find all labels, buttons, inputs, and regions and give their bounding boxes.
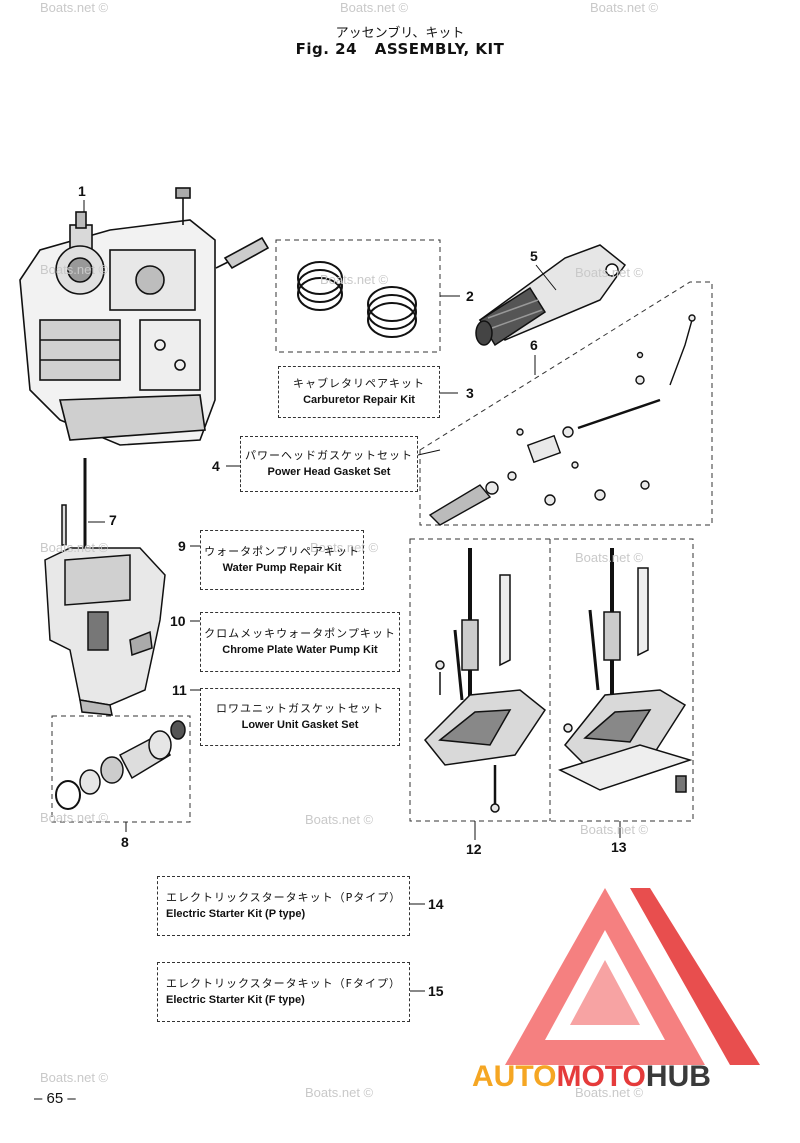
watermark: Boats.net © [340, 0, 409, 15]
callout-1: 1 [78, 183, 86, 199]
callout-4: 4 [212, 458, 220, 474]
water-pump-box [51, 715, 191, 823]
water-pump-illustration [55, 720, 186, 810]
callout-8: 8 [121, 834, 129, 850]
lower-unit-kit-en: Lower Unit Gasket Set [241, 719, 359, 731]
chrome-plate-water-pump-kit-box: クロムメッキウォータポンプキット Chrome Plate Water Pump… [200, 612, 400, 672]
lower-unit-gasket-set-box: ロワユニットガスケットセット Lower Unit Gasket Set [200, 688, 400, 746]
piston-rings-illustration [297, 261, 417, 338]
power-head-gasket-set-box: パワーヘッドガスケットセット Power Head Gasket Set [240, 436, 418, 492]
power-head-kit-jp: パワーヘッドガスケットセット [245, 449, 413, 462]
page-number: – 65 – [34, 1090, 76, 1107]
callout-5: 5 [530, 248, 538, 264]
watermark: Boats.net © [305, 1085, 374, 1100]
callout-9: 9 [178, 538, 186, 554]
watermark: Boats.net © [320, 272, 389, 287]
figure-title-text: ASSEMBLY, KIT [374, 40, 505, 58]
water-pump-repair-kit-box: ウォータポンプリペアキット Water Pump Repair Kit [200, 530, 364, 590]
watermark: Boats.net © [575, 550, 644, 565]
watermark: Boats.net © [40, 1070, 109, 1085]
figure-number: Fig. 24 [295, 40, 358, 58]
lower-unit-illustration [44, 458, 166, 716]
watermark: Boats.net © [590, 0, 659, 15]
callout-10: 10 [170, 613, 186, 629]
callout-13: 13 [611, 839, 627, 855]
callout-7: 7 [109, 512, 117, 528]
carburetor-kit-en: Carburetor Repair Kit [303, 394, 415, 406]
lower-unit-kit-jp: ロワユニットガスケットセット [216, 702, 384, 715]
tiller-handle-illustration [475, 244, 627, 347]
watermark: Boats.net © [40, 0, 109, 15]
callout-15: 15 [428, 983, 444, 999]
starter-f-kit-jp: エレクトリックスタータキット（Fタイプ） [166, 977, 401, 990]
callout-14: 14 [428, 896, 444, 912]
chrome-pump-kit-jp: クロムメッキウォータポンプキット [204, 627, 396, 640]
watermark: Boats.net © [40, 810, 109, 825]
logo-part-auto: AUTO [472, 1060, 557, 1093]
logo-triangle-icon [505, 888, 760, 1065]
callout-12: 12 [466, 841, 482, 857]
watermark: Boats.net © [575, 265, 644, 280]
carburetor-repair-kit-box: キャブレタリペアキット Carburetor Repair Kit [278, 366, 440, 418]
water-pump-kit-en: Water Pump Repair Kit [222, 562, 342, 574]
callout-2: 2 [466, 288, 474, 304]
callout-3: 3 [466, 385, 474, 401]
electric-starter-kit-f-box: エレクトリックスタータキット（Fタイプ） Electric Starter Ki… [157, 962, 410, 1022]
driveshaft-housing-12-illustration [423, 548, 547, 813]
driveshaft-housing-13-illustration [558, 548, 693, 793]
chrome-pump-kit-en: Chrome Plate Water Pump Kit [222, 644, 378, 656]
watermark: Boats.net © [305, 812, 374, 827]
watermark: Boats.net © [580, 822, 649, 837]
carburetor-kit-jp: キャブレタリペアキット [293, 377, 425, 390]
figure-title: Fig. 24 ASSEMBLY, KIT [0, 40, 800, 58]
starter-p-kit-jp: エレクトリックスタータキット（Pタイプ） [166, 891, 402, 904]
starter-f-kit-en: Electric Starter Kit (F type) [166, 994, 305, 1006]
site-logo: AUTOMOTOHUB [472, 1060, 711, 1094]
power-head-kit-en: Power Head Gasket Set [267, 466, 391, 478]
starter-p-kit-en: Electric Starter Kit (P type) [166, 908, 306, 920]
power-head-illustration [19, 187, 270, 446]
throttle-parts-illustration [428, 314, 696, 526]
watermark: Boats.net © [575, 1085, 644, 1100]
watermark: Boats.net © [310, 540, 379, 555]
piston-ring-box [275, 239, 441, 353]
callout-6: 6 [530, 337, 538, 353]
title-japanese: アッセンブリ、キット [335, 26, 465, 41]
throttle-kit-box [419, 281, 713, 526]
electric-starter-kit-p-box: エレクトリックスタータキット（Pタイプ） Electric Starter Ki… [157, 876, 410, 936]
watermark: Boats.net © [40, 262, 109, 277]
driveshaft-housing-box [409, 538, 694, 822]
watermark: Boats.net © [40, 540, 109, 555]
logo-part-moto: MOTO [556, 1060, 646, 1093]
water-pump-kit-jp: ウォータポンプリペアキット [204, 545, 360, 558]
logo-part-hub: HUB [645, 1060, 711, 1093]
callout-11: 11 [172, 682, 187, 698]
